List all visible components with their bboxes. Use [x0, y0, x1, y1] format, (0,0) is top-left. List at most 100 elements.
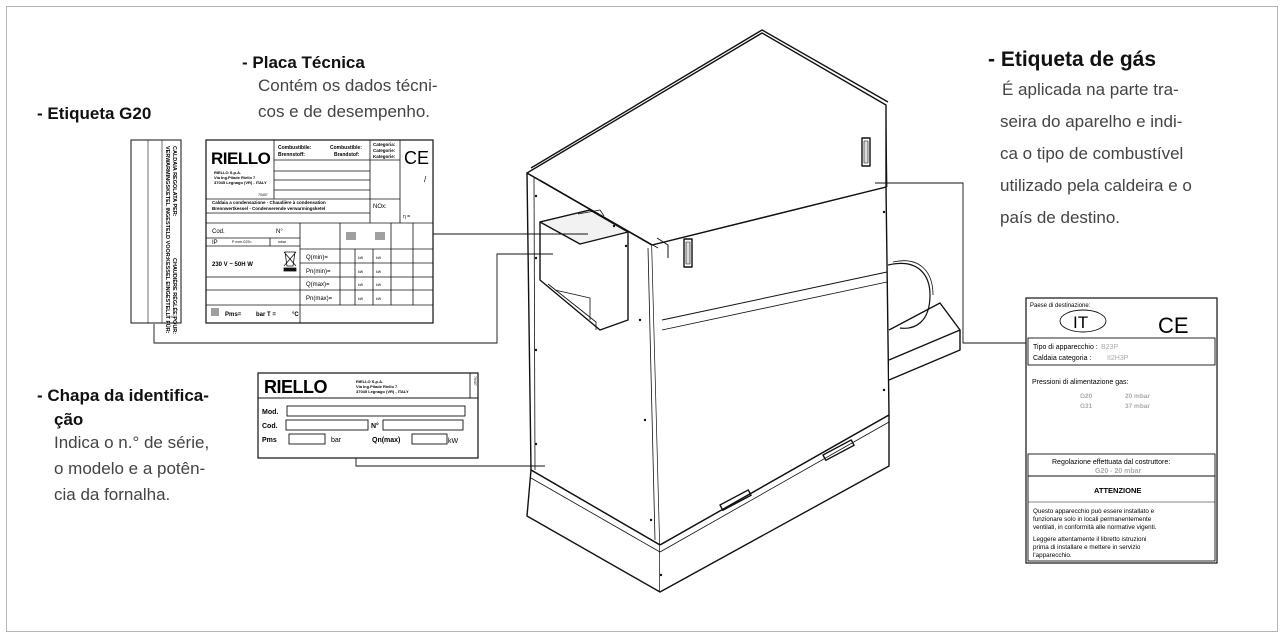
plate-deg: °C [292, 312, 299, 318]
gas-label [1025, 297, 1218, 564]
etiqueta-gas-line-2: seira do aparelho e indi- [1000, 112, 1183, 131]
gas-warn-2c: l'apparecchio. [1033, 552, 1072, 559]
plate-company-2: Via Ing.Pilade Riello 7 [214, 175, 256, 180]
gas-g20: G20 [1080, 393, 1093, 400]
gas-g31: G31 [1080, 403, 1093, 410]
plate-code-small: 70407 [258, 193, 268, 197]
plate-cat-2: Categorie: [373, 148, 396, 153]
gas-warn-2b: prima di installare e mettere in servizi… [1033, 544, 1141, 551]
gas-tipo-val: B23P [1101, 344, 1118, 351]
plate-type-2: Brennwertkessel - Condenserende verwarmi… [212, 206, 325, 211]
id-plate [257, 372, 479, 459]
placa-tecnica-title: - Placa Técnica [242, 53, 365, 72]
gas-g20-val: 20 mbar [1125, 393, 1150, 400]
g20-text-3: CHAUDIÈRE RÉGLÉE POUR: [171, 258, 179, 334]
leader-lines [153, 182, 1028, 467]
gas-dest: Paese di destinazione: [1030, 303, 1091, 309]
gas-tipo: Tipo di apparecchio : [1033, 344, 1098, 351]
plate-kw-1: kW [358, 256, 364, 260]
flue-pipe [887, 262, 931, 329]
etiqueta-gas-title: - Etiqueta de gás [988, 48, 1157, 71]
plate-kw-4: kW [376, 270, 382, 274]
boiler-top-face [526, 32, 887, 246]
country-oval [1059, 309, 1107, 333]
id-plate-side: 70407 [473, 376, 477, 386]
plate-kw-6: kW [376, 283, 382, 287]
gas-warn-1c: ventilati, in conformità alle normative … [1033, 524, 1157, 531]
plate-kw-5: kW [358, 283, 364, 287]
plate-kw-3: kW [358, 270, 364, 274]
technical-plate [205, 139, 434, 324]
chapa-line-2: o modelo e a potên- [54, 459, 206, 478]
plate-slash: / [424, 175, 427, 184]
plate-bar-t: bar T = [256, 312, 276, 318]
gas-reg: Regolazione effettuata dal costruttore: [1052, 459, 1170, 466]
gas-press: Pressioni di alimentazione gas: [1032, 379, 1129, 386]
diagram-frame [6, 6, 1278, 632]
leader-chapa [355, 458, 545, 467]
gas-attenzione: ATTENZIONE [1094, 486, 1141, 495]
id-plate-company-3: 37045 Legnago (VR) - ITALY [356, 389, 409, 394]
chapa-title-1: - Chapa da identifica- [37, 386, 209, 405]
id-plate-company-1: RIELLO S.p.A. [356, 379, 383, 384]
plate-brand: RIELLO [211, 149, 271, 168]
gas-warn-1b: funzionare solo in locali permanentement… [1033, 516, 1152, 523]
plate-type-1: Caldaia a condensazione - Chaudière à co… [212, 200, 326, 205]
gas-ce: CE [1158, 313, 1189, 338]
plate-ip: IP [212, 240, 218, 246]
boiler-illustration [526, 29, 961, 593]
id-plate-brand: RIELLO [264, 377, 327, 397]
etiqueta-gas-line-4: utilizado pela caldeira e o [1000, 176, 1192, 195]
plate-ce-mark: CE [404, 148, 429, 168]
id-plate-n: N° [371, 422, 379, 430]
plate-company-1: RIELLO S.p.A. [214, 170, 241, 175]
plate-kw-7: kW [358, 297, 364, 301]
id-plate-bar: bar [331, 437, 342, 444]
plate-qmax: Q(max)= [306, 282, 330, 288]
placa-tecnica-line-1: Contém os dados técni- [258, 76, 438, 95]
gas-g31-val: 37 mbar [1125, 403, 1150, 410]
plate-company-3: 37045 Legnago (VR) - ITALY [214, 180, 267, 185]
etiqueta-gas-line-1: É aplicada na parte tra- [1002, 80, 1179, 99]
plate-supply: 230 V ~ 50H W [212, 262, 253, 268]
boiler-base-side [659, 414, 890, 593]
plate-n: N° [276, 229, 283, 235]
plate-cat-1: Categoria: [373, 142, 396, 147]
plate-fuel-3: Brennstoff: [278, 152, 305, 158]
g20-text-2: VERWARMINGSKETEL INGESTELD VOOR: [164, 146, 170, 259]
plate-cat-3: Kategorie: [373, 154, 396, 159]
chapa-line-1: Indica o n.° de série, [54, 433, 210, 452]
gas-cat-val: II2H3P [1107, 355, 1129, 362]
id-plate-kw: kW [448, 438, 459, 445]
gas-warn-1a: Questo apparecchio può essere installato… [1033, 508, 1155, 515]
leader-gas [875, 182, 1028, 344]
g20-text-4: KESSEL EINGESTELLT FÜR: [164, 258, 171, 334]
etiqueta-gas-line-5: país de destino. [1000, 208, 1121, 227]
leader-g20 [153, 253, 553, 344]
gas-warn-2a: Leggere attentamente il libretto istruzi… [1033, 536, 1146, 543]
etiqueta-g20-title: - Etiqueta G20 [37, 104, 152, 123]
plate-kw-8: kW [376, 297, 382, 301]
plate-fuel-2: Combustible: [330, 145, 362, 151]
id-plate-pms: Pms [262, 437, 277, 444]
plate-pnom: P nom.G20= [232, 240, 252, 244]
gas-country: IT [1073, 313, 1088, 332]
chapa-title-2: ção [54, 410, 84, 429]
id-plate-company-2: Via Ing.Pilade Riello 7 [356, 384, 398, 389]
plate-nox: NOx: [373, 204, 387, 210]
g20-code: 70407 [166, 314, 178, 319]
plate-pms: Pms= [225, 312, 242, 318]
plate-qmin: Q(min)= [306, 255, 328, 261]
plate-mbar: mbar [278, 240, 287, 244]
placa-tecnica-line-2: cos e de desempenho. [258, 102, 431, 121]
g20-label-card [130, 139, 182, 324]
plate-fuel-4: Brandstof: [334, 152, 360, 158]
g20-text-1: CALDAIA REGOLATA PER: [171, 146, 177, 217]
plate-pnmin: Pn(min)= [306, 269, 331, 275]
plate-fuel-1: Combustibile: [278, 145, 312, 151]
plate-kw-2: kW [376, 256, 382, 260]
gas-reg-val: G20 - 20 mbar [1095, 468, 1142, 475]
gas-cat: Caldaia categoria : [1033, 355, 1091, 362]
plate-pnmax: Pn(max)= [306, 296, 333, 302]
